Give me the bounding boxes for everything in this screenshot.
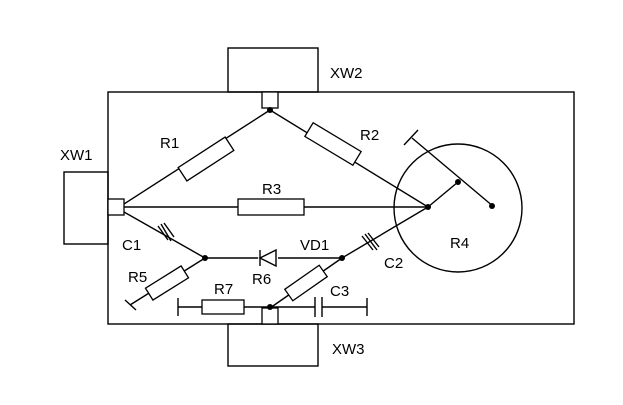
label-r6: R6 (252, 271, 271, 288)
resistor-r1 (177, 136, 235, 182)
resistor-r3 (237, 198, 305, 216)
connector-xw3 (227, 307, 319, 367)
label-r5: R5 (128, 269, 147, 286)
label-xw3: XW3 (332, 341, 365, 358)
capacitor-c3 (314, 297, 323, 317)
label-xw2: XW2 (330, 65, 363, 82)
label-c2: C2 (384, 255, 403, 272)
label-c1: C1 (122, 237, 141, 254)
label-r4: R4 (450, 235, 469, 252)
label-c3: C3 (330, 283, 349, 300)
potentiometer-r4 (393, 129, 523, 273)
label-r1: R1 (160, 135, 179, 152)
label-r7: R7 (214, 281, 233, 298)
resistor-r2 (303, 121, 363, 167)
capacitor-c1 (157, 222, 175, 242)
label-r2: R2 (360, 127, 379, 144)
label-r3: R3 (262, 181, 281, 198)
label-xw1: XW1 (60, 147, 93, 164)
diode-vd1 (258, 248, 278, 268)
wires (123, 109, 429, 316)
connector-xw1 (63, 171, 125, 245)
connector-xw2 (227, 47, 319, 109)
junction-dots (202, 107, 495, 310)
label-vd1: VD1 (300, 237, 329, 254)
resistor-r6 (283, 264, 329, 302)
resistor-r5 (144, 265, 190, 301)
capacitor-c2 (361, 232, 380, 251)
resistor-r7 (201, 299, 245, 315)
